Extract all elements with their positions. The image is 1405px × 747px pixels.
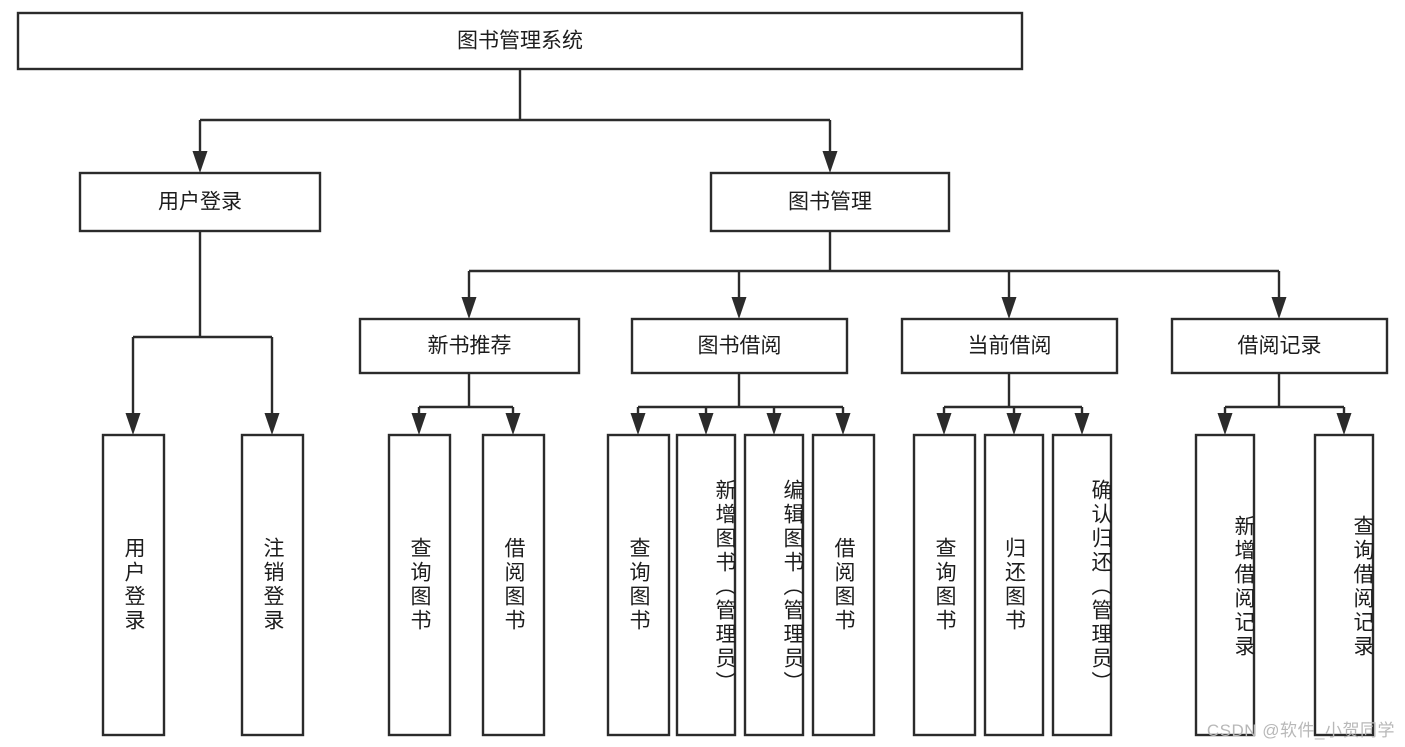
node-book-borrow[interactable] — [630, 317, 849, 375]
connector-layer — [125, 69, 1352, 435]
node-current-borrow[interactable] — [900, 317, 1119, 375]
arrow-head-icon — [766, 413, 782, 435]
arrow-head-icon — [264, 413, 280, 435]
node-new-book-recommend[interactable] — [358, 317, 581, 375]
node-leaf-leaf-query-book-2[interactable] — [606, 433, 671, 737]
arrow-head-icon — [1271, 297, 1287, 319]
arrow-head-icon — [936, 413, 952, 435]
arrow-head-icon — [835, 413, 851, 435]
node-leaf-leaf-user-logout[interactable] — [240, 433, 305, 737]
arrow-head-icon — [505, 413, 521, 435]
arrow-head-icon — [1001, 297, 1017, 319]
node-user-login[interactable] — [78, 171, 322, 233]
arrow-head-icon — [1006, 413, 1022, 435]
node-box-layer — [16, 11, 1389, 737]
arrow-head-icon — [192, 151, 208, 173]
arrow-head-icon — [630, 413, 646, 435]
node-leaf-leaf-query-record[interactable] — [1313, 433, 1375, 737]
arrow-head-icon — [731, 297, 747, 319]
current-borrow-label: 当前借阅 — [968, 335, 1052, 358]
node-leaf-leaf-user-login[interactable] — [101, 433, 166, 737]
new-book-recommend-label: 新书推荐 — [428, 335, 512, 358]
book-manage-label: 图书管理 — [788, 191, 872, 214]
node-leaf-leaf-confirm-return[interactable] — [1051, 433, 1113, 737]
node-leaf-leaf-borrow-book-2[interactable] — [811, 433, 876, 737]
node-leaf-leaf-add-book[interactable] — [675, 433, 737, 737]
user-login-label: 用户登录 — [158, 191, 242, 214]
arrow-head-icon — [1336, 413, 1352, 435]
book-borrow-label: 图书借阅 — [698, 335, 782, 358]
node-borrow-record[interactable] — [1170, 317, 1389, 375]
arrow-head-icon — [822, 151, 838, 173]
root-label: 图书管理系统 — [457, 30, 583, 53]
node-root-root[interactable] — [16, 11, 1024, 71]
node-leaf-leaf-query-book-3[interactable] — [912, 433, 977, 737]
node-leaf-leaf-add-record[interactable] — [1194, 433, 1256, 737]
node-leaf-leaf-return-book[interactable] — [983, 433, 1045, 737]
node-leaf-leaf-query-book-1[interactable] — [387, 433, 452, 737]
node-leaf-leaf-borrow-book-1[interactable] — [481, 433, 546, 737]
node-book-manage[interactable] — [709, 171, 951, 233]
borrow-record-label: 借阅记录 — [1238, 335, 1322, 358]
arrow-head-icon — [1074, 413, 1090, 435]
node-leaf-leaf-edit-book[interactable] — [743, 433, 805, 737]
arrow-head-icon — [698, 413, 714, 435]
arrow-head-icon — [125, 413, 141, 435]
arrow-head-icon — [461, 297, 477, 319]
csdn-watermark: CSDN @软件_小贺同学 — [1206, 721, 1395, 740]
arrow-head-icon — [411, 413, 427, 435]
arrow-head-icon — [1217, 413, 1233, 435]
